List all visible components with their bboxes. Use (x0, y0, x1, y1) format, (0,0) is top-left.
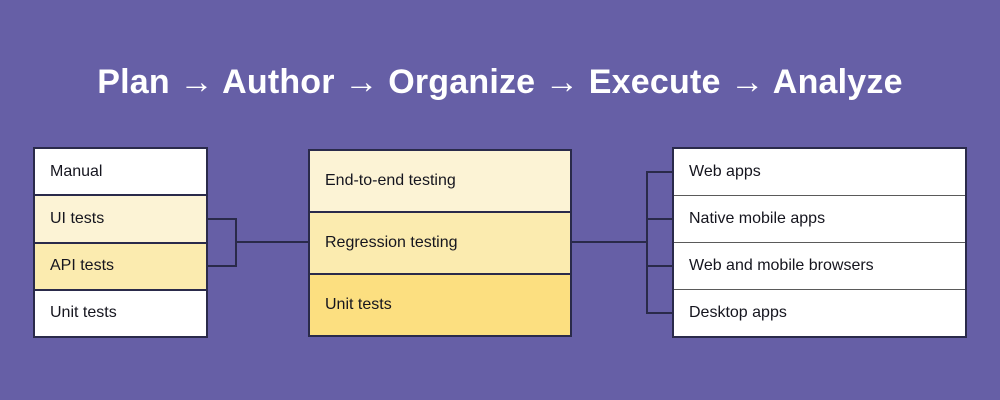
list-item[interactable]: Web and mobile browsers (674, 242, 965, 289)
list-item[interactable]: Manual (35, 149, 206, 195)
page-title: Plan → Author → Organize → Execute → Ana… (97, 63, 903, 101)
list-item[interactable]: Unit tests (35, 288, 206, 336)
test-types-stack: Manual UI tests API tests Unit tests (33, 147, 208, 338)
list-item[interactable]: API tests (35, 241, 206, 289)
connector-spine-right (646, 171, 648, 314)
list-item[interactable]: Unit tests (310, 273, 570, 335)
connector-branch-native-mobile-apps (646, 218, 674, 220)
connector-stem-left (235, 241, 308, 243)
connector-branch-web-mobile-browsers (646, 265, 674, 267)
connector-branch-ui-tests (208, 218, 237, 220)
list-item[interactable]: Native mobile apps (674, 195, 965, 242)
connector-branch-desktop-apps (646, 312, 674, 314)
list-item[interactable]: End-to-end testing (310, 151, 570, 211)
targets-stack: Web apps Native mobile apps Web and mobi… (672, 147, 967, 338)
connector-stem-right (572, 241, 648, 243)
test-levels-stack: End-to-end testing Regression testing Un… (308, 149, 572, 337)
list-item[interactable]: Web apps (674, 149, 965, 195)
connector-branch-web-apps (646, 171, 674, 173)
list-item[interactable]: Regression testing (310, 211, 570, 273)
list-item[interactable]: Desktop apps (674, 289, 965, 336)
connector-branch-api-tests (208, 265, 237, 267)
list-item[interactable]: UI tests (35, 194, 206, 242)
